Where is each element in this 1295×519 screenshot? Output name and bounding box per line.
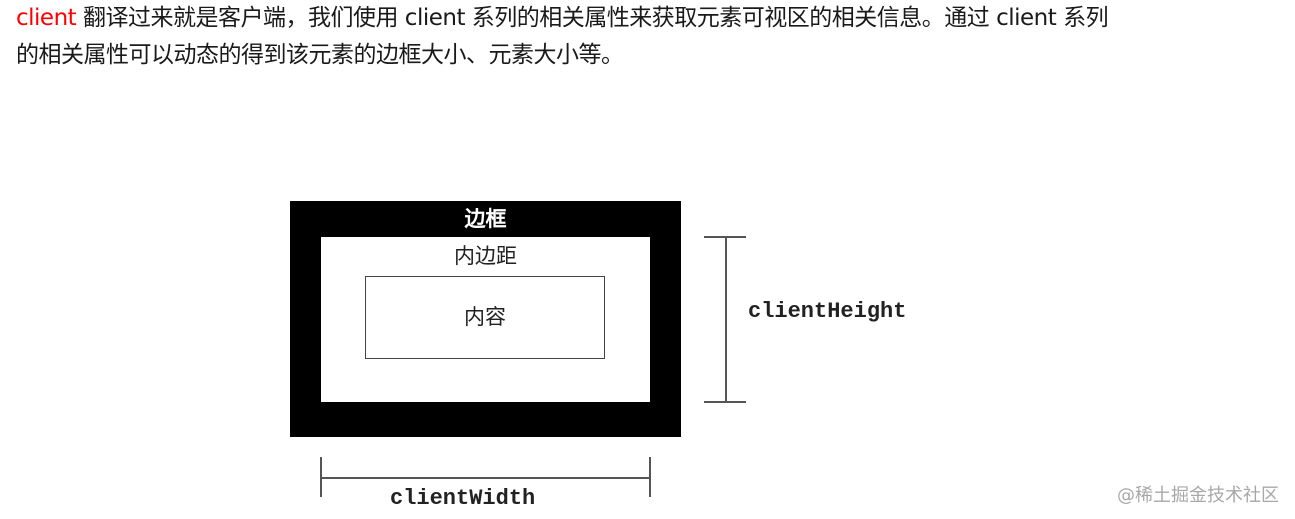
paragraph-line-2: 的相关属性可以动态的得到该元素的边框大小、元素大小等。 [16,42,624,68]
client-keyword: client [16,5,77,31]
client-height-dimension-line [725,236,727,402]
paragraph-line-1: client 翻译过来就是客户端，我们使用 client 系列的相关属性来获取元… [16,0,1286,37]
client-height-label: clientHeight [748,299,907,324]
intro-paragraph: client 翻译过来就是客户端，我们使用 client 系列的相关属性来获取元… [16,0,1286,74]
client-width-left-tick [320,457,322,497]
content-box: 内容 [365,276,605,359]
border-label: 边框 [464,207,507,231]
client-width-label: clientWidth [390,486,536,511]
client-height-top-tick [704,236,746,238]
padding-label: 内边距 [454,244,517,268]
border-box-diagram: 边框 内边距 内容 [290,201,681,437]
watermark: @稀土掘金技术社区 [1117,485,1279,506]
content-label: 内容 [464,305,506,329]
client-width-dimension-line [321,477,650,479]
client-height-bottom-tick [704,401,746,403]
paragraph-line-1-text: 翻译过来就是客户端，我们使用 client 系列的相关属性来获取元素可视区的相关… [76,5,1109,31]
padding-box: 内边距 内容 [321,237,650,402]
client-width-right-tick [649,457,651,497]
